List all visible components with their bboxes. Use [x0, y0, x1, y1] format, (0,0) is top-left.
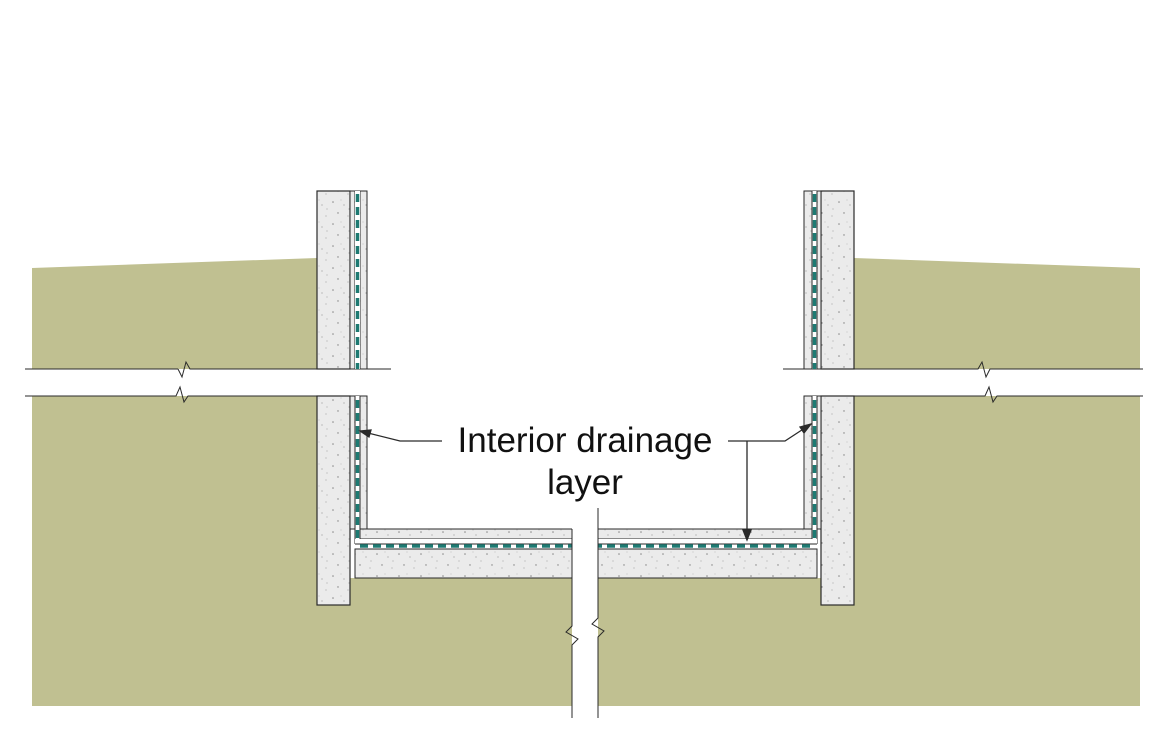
label-line2: layer	[547, 463, 623, 502]
label-line1: Interior drainage	[458, 421, 713, 460]
soil-break-left	[25, 360, 391, 404]
right-wall-lower	[803, 395, 855, 606]
soil-right	[598, 258, 1143, 706]
soil-left	[25, 258, 572, 706]
soil-break-right	[783, 360, 1143, 404]
left-wall-upper	[316, 190, 368, 370]
left-wall-lower	[316, 395, 368, 606]
leader-lines	[358, 422, 813, 542]
floor-break	[565, 508, 605, 718]
right-wall-upper	[803, 190, 855, 370]
